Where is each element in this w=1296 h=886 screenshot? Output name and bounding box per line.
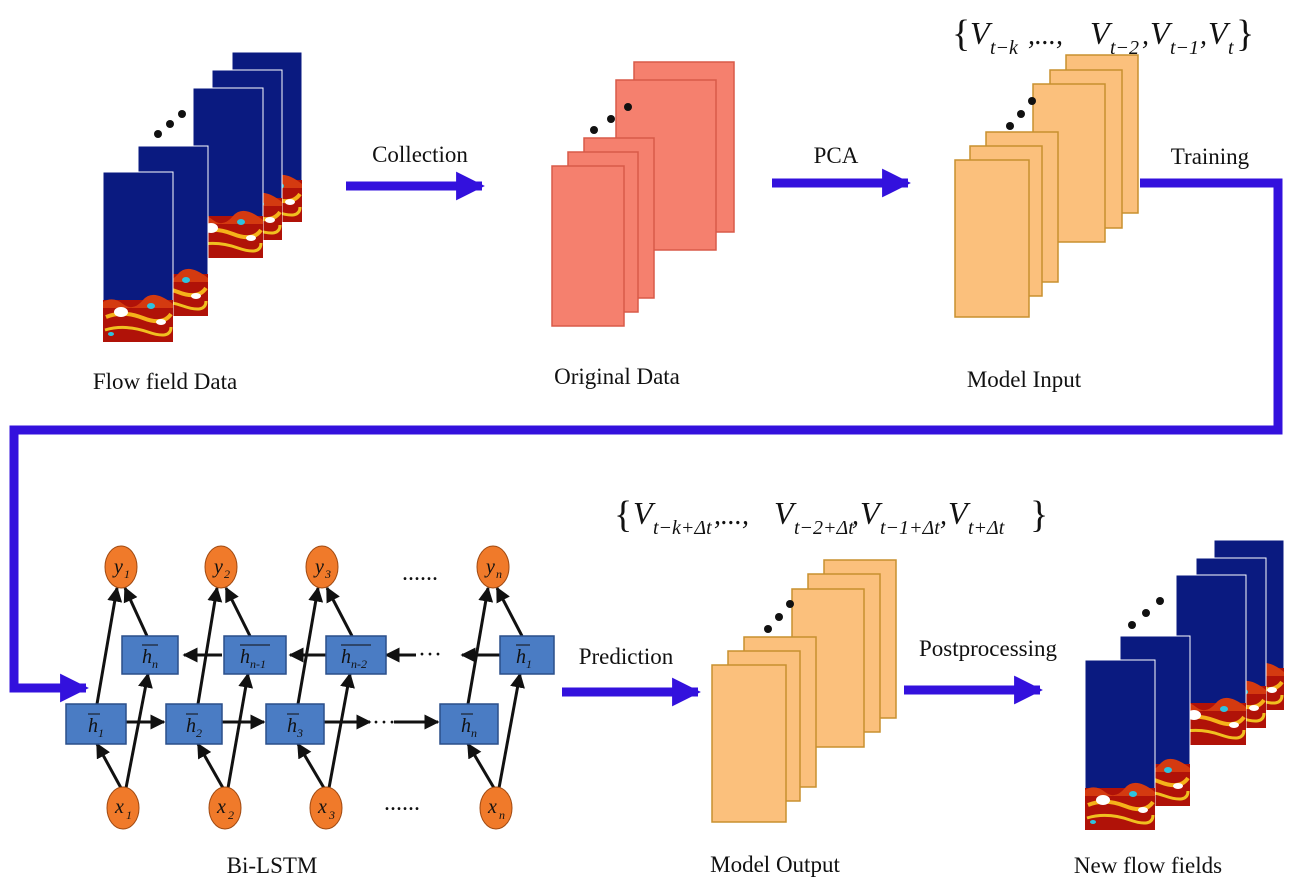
node-subscript: n [471,726,477,740]
output-node: y n [476,545,510,589]
input-brace-close: } [1236,13,1254,55]
node-base: x [216,796,226,818]
training-connector [9,178,1283,703]
node-base: h [516,646,526,668]
input-sep1: ,..., [1028,20,1063,51]
node-subscript: 2 [228,808,234,822]
output-node: y 1 [104,545,138,589]
output-s4: t+Δt [968,517,1005,539]
model-input-stack [954,54,1139,318]
node-subscript: 1 [98,726,104,740]
node-subscript: 3 [324,567,331,581]
output-node: y 3 [305,545,339,589]
output-v4: V [948,495,971,531]
node-base: x [487,796,497,818]
forward-hidden-node: h 2 [165,703,223,745]
input-node: x 1 [106,786,140,830]
node-base: y [212,556,223,578]
node-base: h [88,715,98,737]
model-input-label: Model Input [967,367,1082,392]
output-node: y 2 [204,545,238,589]
backward-hidden-node: h 1 [499,635,555,675]
node-subscript: 3 [296,726,303,740]
output-v2: V [774,495,797,531]
node-base: h [240,646,250,668]
forward-hidden-node: h 1 [65,703,127,745]
model-output-label: Model Output [710,852,840,877]
original-data-stack [551,61,735,327]
node-base: h [341,646,351,668]
node-subscript: n-1 [250,657,266,671]
ellipsis-backward: ··· [418,642,442,668]
output-s1: t−k+Δt [653,517,712,539]
node-subscript: 2 [224,567,230,581]
forward-hidden-node: h n [439,703,499,745]
node-subscript: n [152,657,158,671]
node-base: x [114,796,124,818]
node-base: h [461,715,471,737]
ellipsis-forward: ··· [372,710,396,736]
node-subscript: n-2 [351,657,367,671]
input-set-notation: { V t−k ,..., V t−2 , V t−1 , V t } [952,13,1254,59]
bilstm-network: ...... ...... ··· ··· y 1 y 2 y 3 y n x [65,545,555,830]
output-brace-open: { [614,494,632,536]
node-subscript: n [499,808,505,822]
postprocessing-label: Postprocessing [919,636,1058,661]
output-v3: V [860,495,883,531]
node-base: y [313,556,324,578]
backward-hidden-node: h n-2 [325,635,387,675]
node-base: h [287,715,297,737]
node-subscript: 1 [124,567,130,581]
input-node: x 3 [309,786,343,830]
backward-hidden-node: h n-1 [223,635,287,675]
model-output-stack [711,559,897,823]
new-flow-fields-label: New flow fields [1074,853,1222,878]
input-s3: t−1 [1170,37,1199,59]
pca-label: PCA [814,143,859,168]
collection-label: Collection [372,142,468,167]
node-base: y [484,556,495,578]
input-node: x 2 [208,786,242,830]
original-data-label: Original Data [554,364,680,389]
backward-hidden-node: h n [121,635,179,675]
node-subscript: 1 [126,808,132,822]
output-set-notation: { V t−k+Δt ,..., V t−2+Δt , V t−1+Δt , V… [614,494,1048,539]
input-v1: V [970,15,993,51]
node-base: x [317,796,327,818]
input-v2: V [1090,15,1113,51]
output-s3: t−1+Δt [880,517,940,539]
input-c2: , [1142,20,1149,51]
training-label: Training [1171,144,1250,169]
input-s4: t [1228,37,1234,59]
input-s1: t−k [990,37,1019,59]
output-c3: , [940,500,947,531]
input-brace-open: { [952,13,970,55]
prediction-label: Prediction [579,644,674,669]
bilstm-label: Bi-LSTM [227,853,318,878]
node-subscript: 3 [328,808,335,822]
output-sep1: ,..., [714,500,749,531]
forward-hidden-node: h 3 [265,703,325,745]
flow-field-label: Flow field Data [93,369,237,394]
node-base: h [186,715,196,737]
output-brace-close: } [1030,494,1048,536]
input-node: x n [479,786,513,830]
node-base: h [142,646,152,668]
node-subscript: n [496,567,502,581]
node-base: y [112,556,123,578]
new-flow-field-stack [1083,538,1286,832]
node-subscript: 1 [526,657,532,671]
output-c2: , [852,500,859,531]
input-v3: V [1150,15,1173,51]
input-v4: V [1208,15,1231,51]
node-subscript: 2 [196,726,202,740]
flow-field-stack [101,50,304,344]
ellipsis-top: ...... [402,560,438,586]
ellipsis-bottom: ...... [384,790,420,816]
output-v1: V [633,495,656,531]
input-c3: , [1200,20,1207,51]
output-s2: t−2+Δt [794,517,854,539]
input-s2: t−2 [1110,37,1139,59]
